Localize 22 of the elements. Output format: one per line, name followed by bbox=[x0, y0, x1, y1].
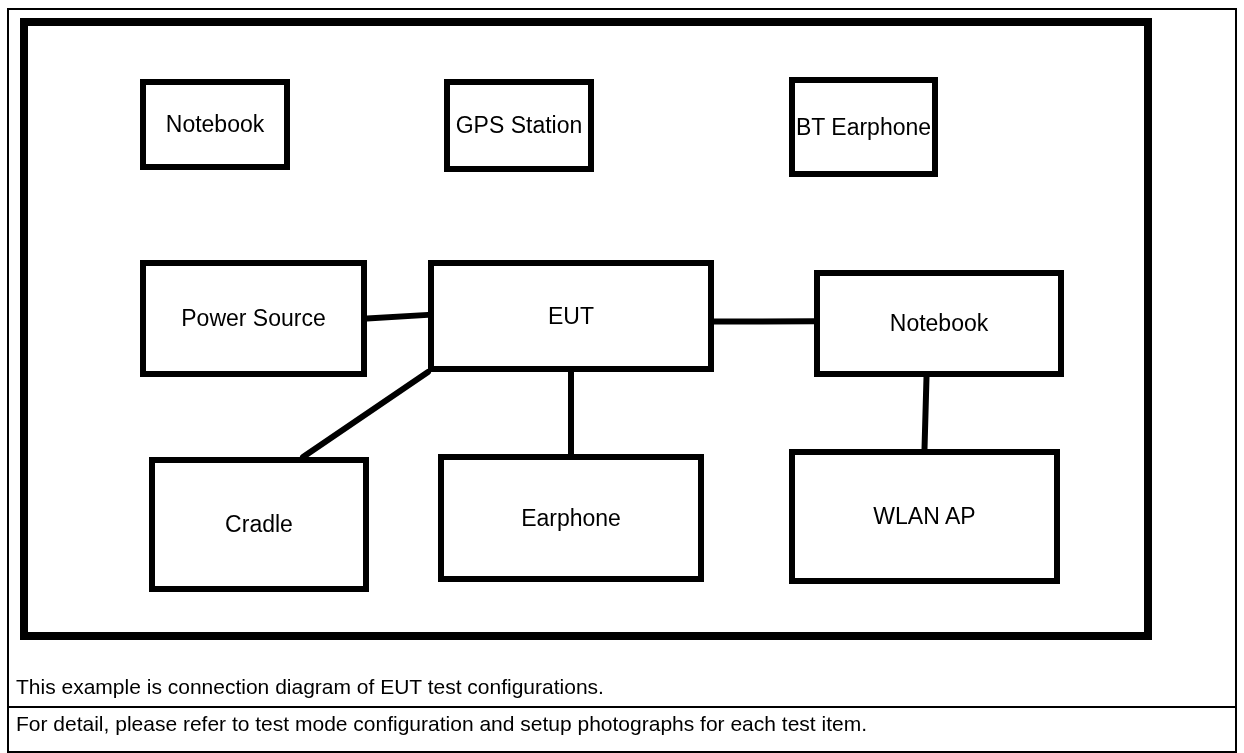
caption-note: This example is connection diagram of EUT test configurations. bbox=[16, 676, 604, 697]
device-label: Cradle bbox=[225, 510, 293, 539]
caption-note: For detail, please refer to test mode configuration and setup photographs for each test item. bbox=[16, 713, 867, 734]
device-box bbox=[149, 457, 369, 592]
device-box bbox=[428, 260, 714, 372]
device-label: Earphone bbox=[521, 503, 621, 533]
device-label: Power Source bbox=[181, 304, 326, 333]
device-box bbox=[444, 79, 594, 172]
device-box bbox=[140, 260, 367, 377]
device-box bbox=[140, 79, 290, 170]
device-label: BT Earphone bbox=[795, 112, 932, 142]
device-label: Notebook bbox=[889, 309, 989, 338]
device-box bbox=[789, 449, 1060, 584]
device-box bbox=[789, 77, 938, 177]
enclosure-frame bbox=[20, 18, 1152, 640]
device-label: GPS Station bbox=[455, 111, 583, 140]
device-box bbox=[438, 454, 704, 582]
connection-line bbox=[300, 369, 431, 460]
device-label: EUT bbox=[548, 301, 594, 331]
device-label: Notebook bbox=[165, 110, 265, 139]
device-box bbox=[814, 270, 1064, 377]
device-label: WLAN AP bbox=[873, 502, 976, 531]
